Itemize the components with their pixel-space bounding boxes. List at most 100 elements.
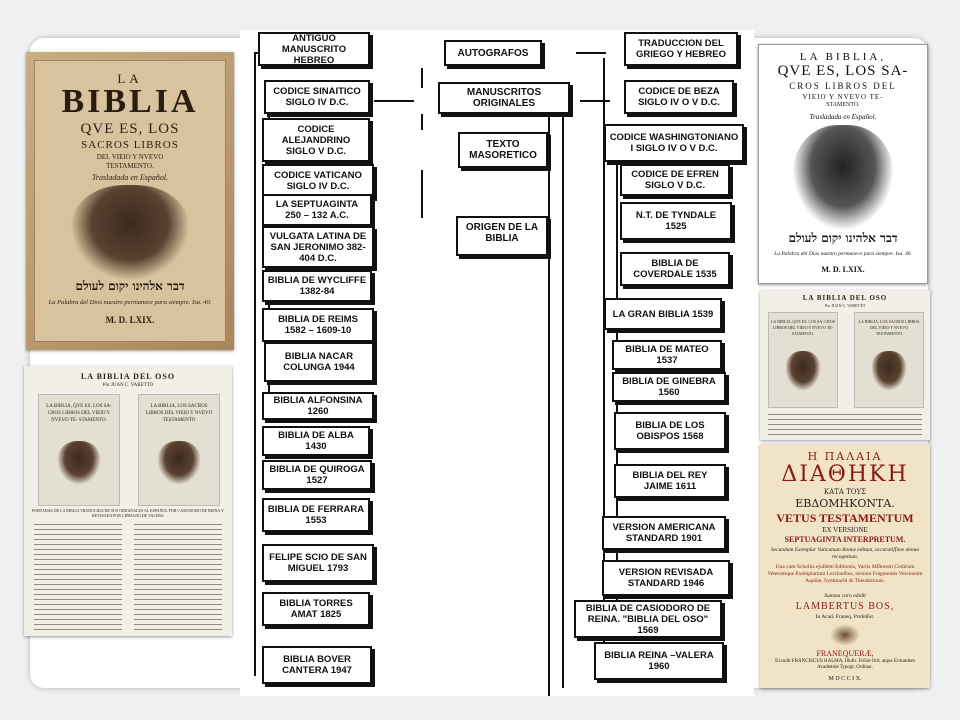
title-motto: La Palabra del Dios nuestro permanece pa…: [774, 251, 912, 257]
mini-cover-text: LA BIBLIA, LOS SACROS LIBROS DEL VIEIO Y…: [858, 319, 920, 336]
cover-line: LA: [117, 71, 143, 86]
title-line: STAMENTO.: [826, 102, 860, 108]
title-year: M. D. LXIX.: [821, 265, 865, 274]
right-trunk-line: [603, 58, 605, 670]
title-line: QVE ES, LOS SA-: [777, 63, 909, 79]
right-node-11: VERSION AMERICANA STANDARD 1901: [602, 516, 726, 550]
scan-title: LA BIBLIA DEL OSO: [80, 372, 176, 381]
left-trunk-line: [254, 52, 256, 676]
right-node-5: BIBLIA DE COVERDALE 1535: [620, 252, 730, 286]
center-link: [421, 170, 423, 218]
right-node-4: N.T. DE TYNDALE 1525: [620, 202, 732, 240]
cover-line: QVE ES, LOS: [80, 121, 180, 137]
biblia-del-oso-scan-right: LA BIBLIA DEL OSO Por JUAN C. VARETTO LA…: [760, 290, 930, 440]
scan-author: Por JUAN C. VARETTO: [102, 383, 154, 388]
scan-caption: PORTADAS DE LA BIBLIA TRADUCIDA DE SUS O…: [32, 508, 224, 518]
mini-cover-right: LA BIBLIA, LOS SACROS LIBROS DEL VIEIO Y…: [138, 394, 220, 506]
manuscritos-originales-box: MANUSCRITOS ORIGINALES: [438, 82, 570, 114]
septuagint-title-page: Η ΠΑΛΑΙΑ ΔΙΑΘΗΚΗ ΚΑΤΑ ΤΟΥΣ ΕΒΔΟΜΗΚΟΝΤΑ. …: [760, 444, 930, 688]
mini-cover-left: LA BIBLIA, QVE ES, LOS SA- CROS LIBROS D…: [768, 312, 838, 408]
bear-and-tree-emblem: [70, 185, 190, 281]
mini-cover-text: LA BIBLIA, QVE ES, LOS SA- CROS LIBROS D…: [771, 319, 835, 336]
scan-author: Por JUAN C. VARETTO: [824, 303, 866, 308]
left-node-8: BIBLIA NACAR COLUNGA 1944: [264, 342, 374, 382]
right-node-0: TRADUCCION DEL GRIEGO Y HEBREO: [624, 32, 738, 66]
bear-and-tree-emblem: [57, 441, 101, 485]
right-node-7: BIBLIA DE MATEO 1537: [612, 340, 722, 370]
center-trunk-line-2: [562, 88, 564, 688]
right-node-13: BIBLIA DE CASIODORO DE REINA. "BIBLIA DE…: [574, 600, 722, 638]
latin-line: FRANEQUERÆ,: [816, 649, 874, 658]
left-node-6: BIBLIA DE WYCLIFFE 1382-84: [262, 270, 372, 302]
title-line: CROS LIBROS DEL: [789, 81, 897, 91]
right-inner-line: [616, 130, 618, 610]
latin-line: EX VERSIONE: [822, 526, 868, 534]
scan-title: LA BIBLIA DEL OSO: [802, 294, 888, 302]
cover-inner-page: LA BIBLIA QVE ES, LOS SACROS LIBROS DEL …: [34, 60, 226, 342]
latin-title: VETUS TESTAMENTUM: [776, 511, 914, 525]
left-node-10: BIBLIA DE ALBA 1430: [262, 426, 370, 456]
center-link: [421, 68, 423, 88]
left-node-13: FELIPE SCIO DE SAN MIGUEL 1793: [262, 544, 374, 582]
text-column: [34, 522, 122, 630]
title-line: LA BIBLIA,: [799, 51, 887, 63]
bible-origin-diagram: AUTOGRAFOS MANUSCRITOS ORIGINALES TEXTO …: [240, 30, 754, 696]
cover-line: Trasladada en Español.: [91, 173, 169, 182]
left-node-7: BIBLIA DE REIMS 1582 – 1609-10: [262, 308, 374, 342]
mini-cover-text: LA BIBLIA, LOS SACROS LIBROS DEL VIEIO Y…: [145, 404, 213, 423]
cover-motto: La Palabra del Dios nuestro permanece pa…: [48, 299, 212, 306]
left-node-15: BIBLIA BOVER CANTERA 1947: [262, 646, 372, 684]
greek-line: ΕΒΔΟΜΗΚΟΝΤΑ.: [795, 497, 895, 510]
right-node-10: BIBLIA DEL REY JAIME 1611: [614, 464, 726, 498]
branch-line: [576, 52, 606, 54]
latin-line: SEPTUAGINTA INTERPRETUM.: [784, 535, 906, 544]
left-node-3: CODICE VATICANO SIGLO IV D.C.: [262, 164, 374, 198]
left-node-1: CODICE SINAITICO SIGLO IV D.C.: [264, 80, 370, 114]
branch-line: [580, 100, 610, 102]
cover-year: M. D. LXIX.: [105, 315, 155, 325]
mini-cover-left: LA BIBLIA, QVE ES, LOS SA- CROS LIBROS D…: [38, 394, 120, 506]
hebrew-verse: דבר אלהינו יקום לעולם: [788, 231, 898, 245]
left-node-14: BIBLIA TORRES AMAT 1825: [262, 592, 370, 626]
right-node-3: CODICE DE EFREN SIGLO V D.C.: [620, 164, 730, 196]
center-trunk-line: [548, 88, 550, 696]
branch-line: [374, 100, 414, 102]
left-node-0: ANTIGUO MANUSCRITO HEBREO: [258, 32, 370, 66]
greek-line: ΚΑΤΑ ΤΟΥΣ: [823, 488, 867, 496]
cover-title: BIBLIA: [61, 83, 199, 120]
title-line: Trasladada en Español.: [809, 113, 877, 121]
cover-line: TESTAMENTO.: [106, 162, 154, 170]
mini-cover-right: LA BIBLIA, LOS SACROS LIBROS DEL VIEIO Y…: [854, 312, 924, 408]
latin-editor: LAMBERTUS BOS,: [795, 601, 895, 612]
left-node-2: CODICE ALEJANDRINO SIGLO V D.C.: [262, 118, 370, 162]
latin-line: In Acad. Franeq. Profeſſor.: [815, 614, 875, 620]
latin-line: Excudit FRANCISCUS HALMA, Illuſtr. Friſi…: [775, 659, 915, 670]
right-node-14: BIBLIA REINA –VALERA 1960: [594, 642, 724, 680]
bear-and-tree-emblem: [785, 351, 821, 391]
printer-device-emblem: [830, 624, 860, 646]
hebrew-verse: דבר אלהינו יקום לעולם: [75, 279, 185, 293]
biblia-del-oso-title-page: LA BIBLIA, QVE ES, LOS SA- CROS LIBROS D…: [758, 44, 928, 284]
texto-masoretico-box: TEXTO MASORETICO: [458, 132, 548, 168]
title-line: VIEIO Y NVEVO TE-: [802, 93, 884, 101]
left-node-4: LA SEPTUAGINTA 250 – 132 A.C.: [262, 194, 372, 226]
bear-and-tree-emblem: [793, 125, 893, 229]
greek-title: ΔΙΑΘΗΚΗ: [781, 462, 909, 487]
left-node-11: BIBLIA DE QUIROGA 1527: [262, 460, 372, 490]
right-node-6: LA GRAN BIBLIA 1539: [604, 298, 722, 330]
right-node-1: CODICE DE BEZA SIGLO IV O V D.C.: [624, 80, 734, 114]
left-node-9: BIBLIA ALFONSINA 1260: [262, 392, 374, 420]
latin-line: Secundum Exemplar Vaticanum Romæ editum,…: [770, 547, 920, 560]
text-column: [768, 412, 922, 436]
left-node-5: VULGATA LATINA DE SAN JERONIMO 382-404 D…: [262, 226, 374, 268]
left-node-12: BIBLIA DE FERRARA 1553: [262, 498, 370, 532]
autografos-box: AUTOGRAFOS: [444, 40, 542, 66]
biblia-del-oso-cover-photo: LA BIBLIA QVE ES, LOS SACROS LIBROS DEL …: [26, 52, 234, 350]
biblia-del-oso-scan-left: LA BIBLIA DEL OSO Por JUAN C. VARETTO LA…: [24, 366, 232, 636]
right-node-8: BIBLIA DE GINEBRA 1560: [612, 372, 726, 402]
text-column: [134, 522, 222, 630]
latin-year: M D C C I X.: [828, 676, 862, 682]
bear-and-tree-emblem: [157, 441, 201, 485]
greek-line: Η ΠΑΛΑΙΑ: [807, 450, 883, 463]
center-link: [421, 114, 423, 130]
